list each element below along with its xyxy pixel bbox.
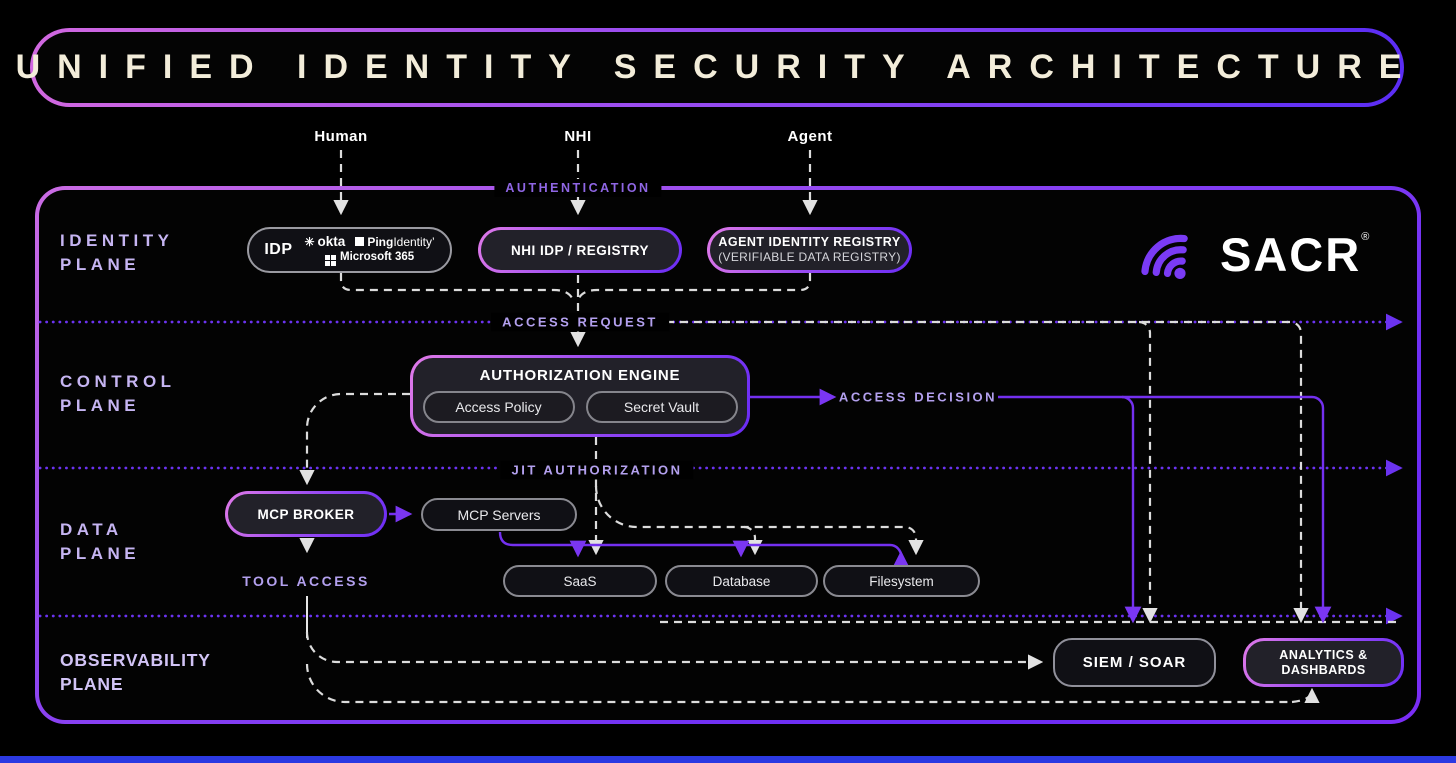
plane-label-identity: IDENTITY PLANE xyxy=(60,231,174,274)
wire-tool-access-to-analytics xyxy=(305,663,1292,704)
label-authentication: AUTHENTICATION xyxy=(494,179,662,197)
microsoft-icon xyxy=(325,254,336,266)
label-access-request: ACCESS REQUEST xyxy=(491,312,669,332)
bottom-bar xyxy=(0,756,1456,763)
resource-filesystem-pill: Filesystem xyxy=(823,565,980,597)
okta-icon: ✳ xyxy=(304,234,315,249)
actor-nhi: NHI xyxy=(564,128,592,145)
nhi-registry-box: NHI IDP / REGISTRY xyxy=(478,227,682,273)
label-access-decision: ACCESS DECISION xyxy=(838,389,998,405)
wire-servers-to-filesystem xyxy=(498,531,910,568)
mcp-broker-box: MCP BROKER xyxy=(225,491,387,537)
sacr-signal-icon xyxy=(1141,234,1188,280)
resource-database-pill: Database xyxy=(665,565,818,597)
access-policy-pill: Access Policy xyxy=(422,391,575,423)
label-tool-access: TOOL ACCESS xyxy=(242,573,370,589)
wire-agent-merge xyxy=(575,273,812,303)
authorization-engine-box: AUTHORIZATION ENGINE Access Policy Secre… xyxy=(410,355,750,437)
wire-idp-merge xyxy=(339,273,576,303)
architecture-frame xyxy=(35,186,1421,724)
page-title: UNIFIED IDENTITY SECURITY ARCHITECTURE xyxy=(15,48,1419,86)
idp-box: IDP ✳okta PingIdentity’ Microsoft 365 xyxy=(247,227,452,273)
ping-identity-icon xyxy=(355,236,365,246)
actor-human: Human xyxy=(314,128,368,145)
wire-analytics-bottom-arrow xyxy=(1291,687,1320,704)
okta-logo: ✳okta xyxy=(304,233,346,249)
wire-decision-to-siem xyxy=(1121,395,1142,624)
wire-access-request-to-siem xyxy=(1138,320,1158,624)
resource-saas-pill: SaaS xyxy=(503,565,657,597)
actor-agent: Agent xyxy=(787,128,833,145)
sacr-wordmark: SACR xyxy=(1220,228,1362,281)
ping-identity-logo: PingIdentity’ xyxy=(355,235,435,249)
title-banner-inner: UNIFIED IDENTITY SECURITY ARCHITECTURE xyxy=(16,32,1401,103)
secret-vault-pill: Secret Vault xyxy=(585,391,738,423)
idp-label: IDP xyxy=(264,241,293,258)
sacr-logo: SACR ® xyxy=(1140,222,1369,288)
title-banner: UNIFIED IDENTITY SECURITY ARCHITECTURE xyxy=(16,28,1404,107)
agent-registry-box: AGENT IDENTITY REGISTRY (VERIFIABLE DATA… xyxy=(707,227,912,273)
wire-access-request-to-analytics xyxy=(652,320,1309,624)
siem-soar-box: SIEM / SOAR xyxy=(1053,638,1216,687)
registered-mark: ® xyxy=(1361,231,1370,243)
wire-jit-to-filesystem xyxy=(594,485,924,556)
analytics-dashboards-box: ANALYTICS & DASHBARDS xyxy=(1243,638,1404,687)
wire-decision-to-analytics xyxy=(998,395,1332,624)
mcp-servers-pill: MCP Servers xyxy=(421,498,577,531)
wire-tool-access-to-siem xyxy=(305,631,1044,670)
plane-label-data: DATA PLANE xyxy=(60,520,141,563)
wire-jit-to-database xyxy=(743,525,763,556)
label-jit-authorization: JIT AUTHORIZATION xyxy=(500,460,694,480)
microsoft-365-logo: Microsoft 365 xyxy=(325,250,414,266)
plane-label-control: CONTROL PLANE xyxy=(60,372,176,415)
plane-label-observability: OBSERVABILITY PLANE xyxy=(60,650,211,694)
wire-engine-to-mcp-broker xyxy=(299,392,410,486)
